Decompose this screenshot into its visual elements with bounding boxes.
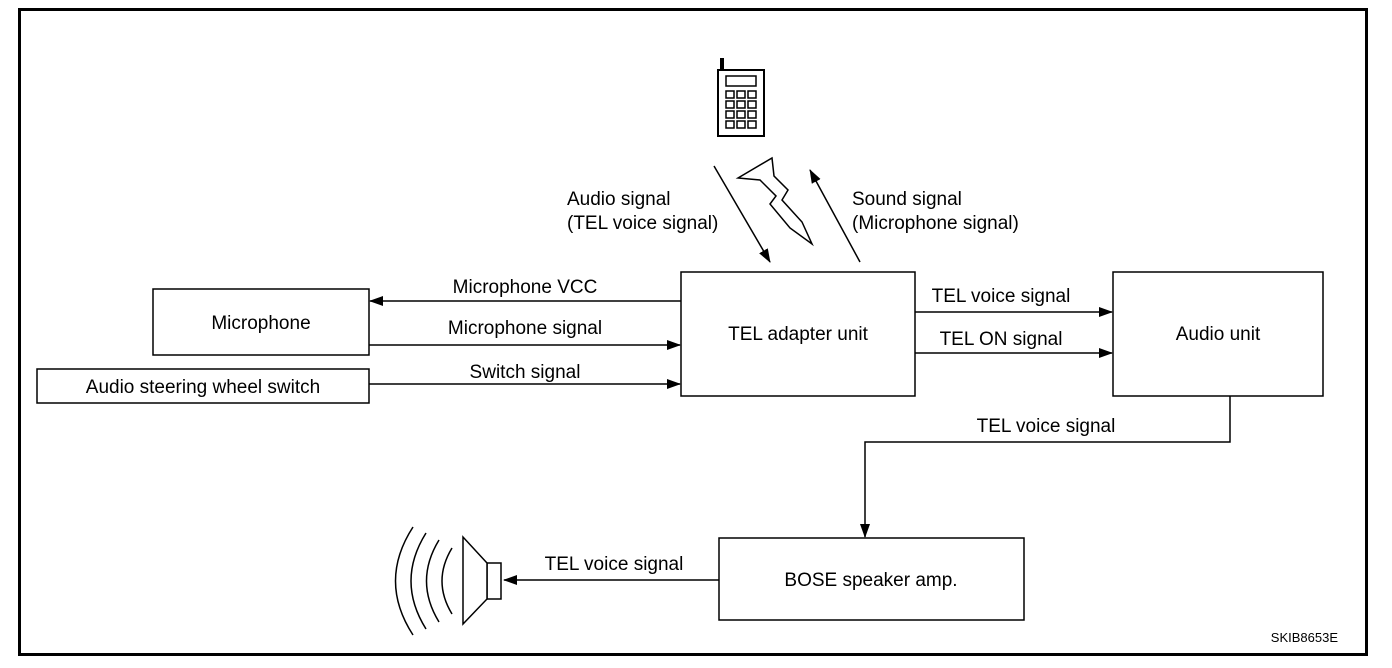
speaker-icon (394, 526, 502, 636)
tel-voice-audio-label: TEL voice signal (932, 286, 1071, 307)
mic-vcc-label: Microphone VCC (453, 277, 598, 298)
cell-phone-icon (717, 58, 765, 137)
audio-signal-arrow (713, 165, 771, 263)
mic-signal-label: Microphone signal (448, 318, 602, 339)
switch-signal-label: Switch signal (470, 362, 581, 383)
audio-signal-sublabel: (TEL voice signal) (567, 213, 718, 234)
bose-amp-label: BOSE speaker amp. (784, 570, 957, 591)
wireless-lightning-icon (735, 156, 814, 247)
audio-signal-label: Audio signal (567, 189, 671, 210)
tel-voice-speaker-label: TEL voice signal (545, 554, 684, 575)
steering-switch-block: Audio steering wheel switch (36, 368, 370, 404)
figure-code: SKIB8653E (1271, 630, 1339, 645)
tel-voice-amp-line (860, 396, 1231, 538)
bose-amp-block: BOSE speaker amp. (718, 537, 1025, 621)
sound-signal-arrow (809, 169, 861, 263)
microphone-block: Microphone (152, 288, 370, 356)
tel-adapter-block: TEL adapter unit (680, 271, 916, 397)
tel-on-label: TEL ON signal (940, 329, 1063, 350)
tel-adapter-label: TEL adapter unit (728, 324, 868, 345)
sound-signal-label: Sound signal (852, 189, 962, 210)
audio-unit-label: Audio unit (1176, 324, 1261, 345)
tel-voice-amp-label: TEL voice signal (977, 416, 1116, 437)
sound-signal-sublabel: (Microphone signal) (852, 213, 1019, 234)
steering-switch-label: Audio steering wheel switch (86, 377, 320, 398)
audio-unit-block: Audio unit (1112, 271, 1324, 397)
microphone-label: Microphone (211, 313, 310, 334)
